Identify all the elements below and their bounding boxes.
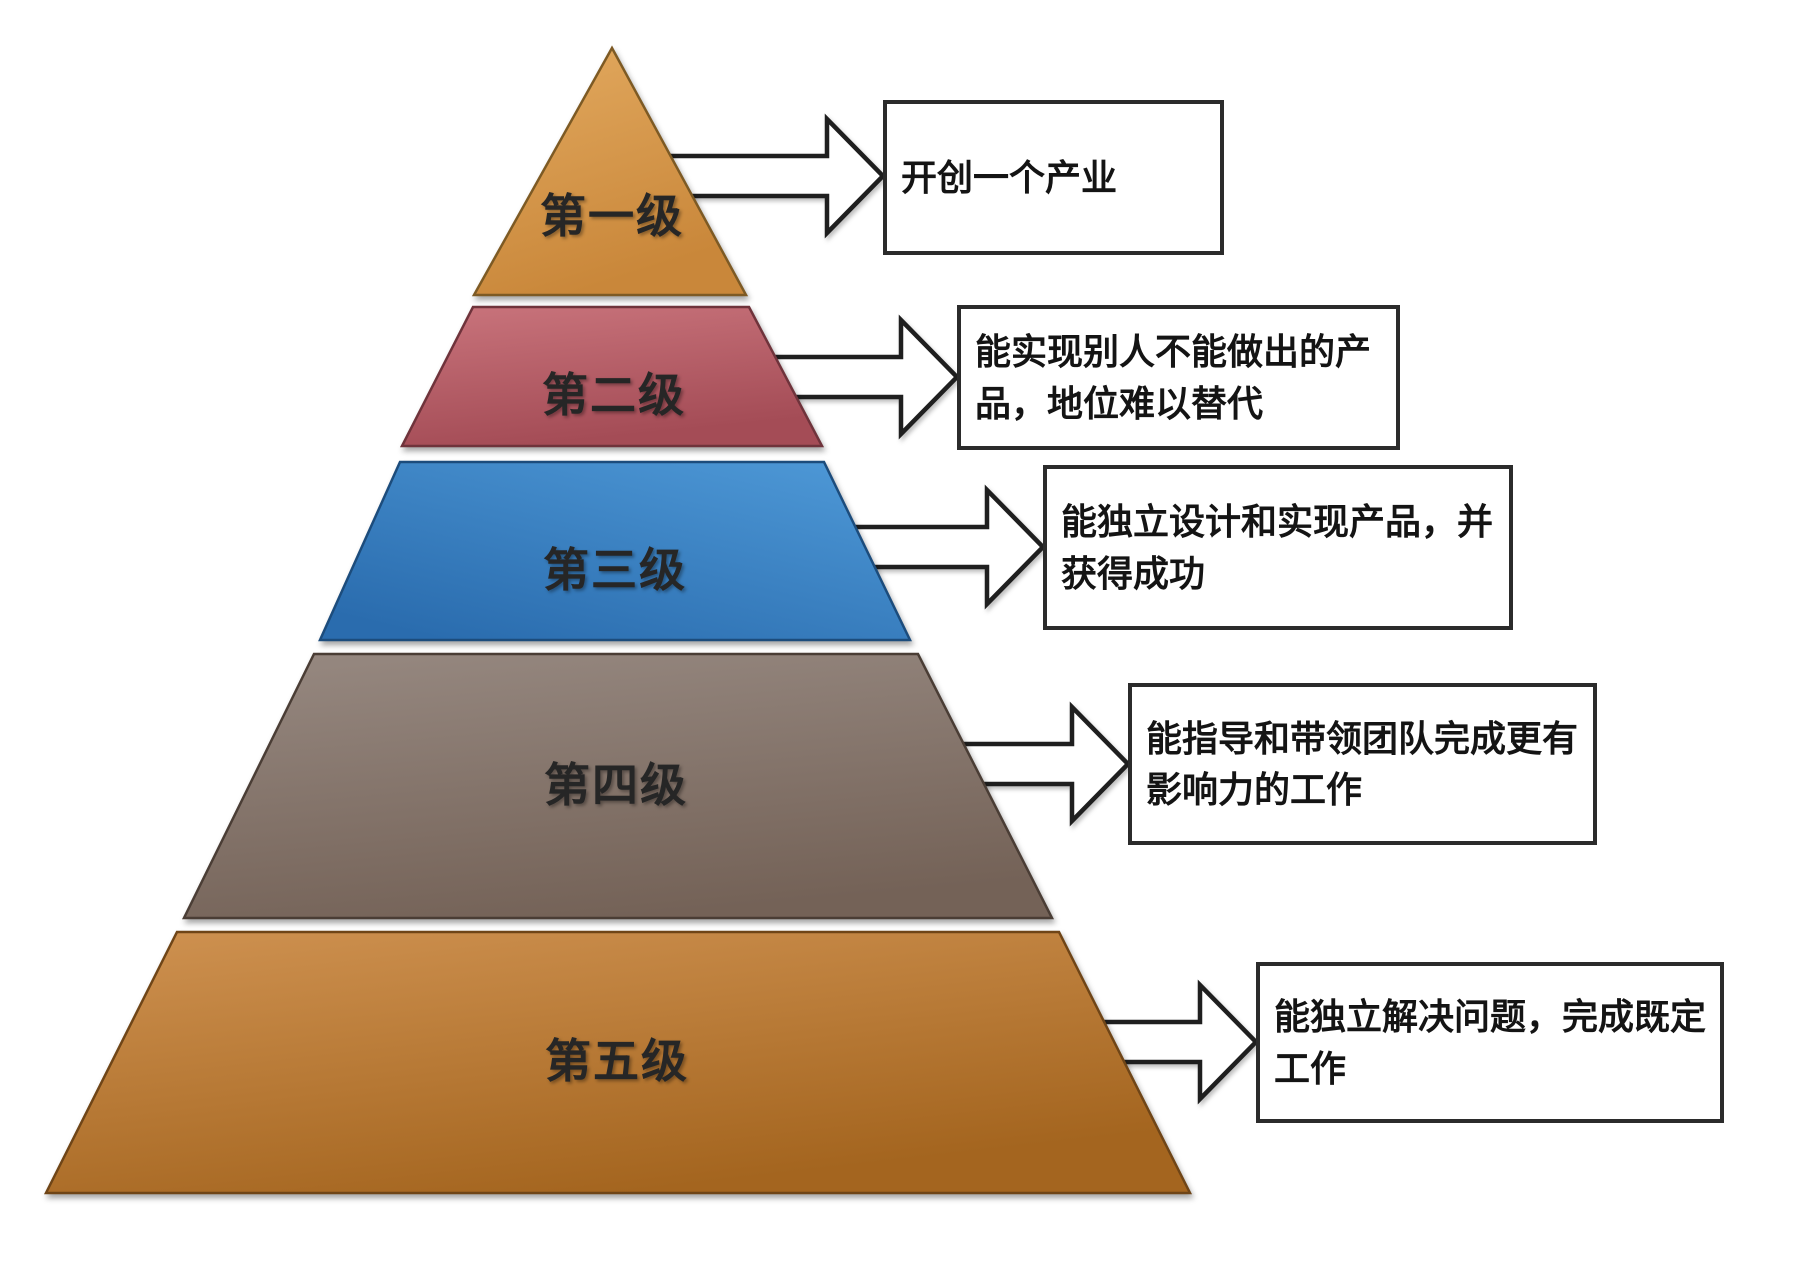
level-1-description-box: 开创一个产业 — [883, 100, 1224, 255]
level-1-description: 开创一个产业 — [901, 156, 1118, 198]
pyramid-level-3-shape — [318, 460, 912, 642]
pyramid-level-4-shape — [181, 652, 1055, 920]
level-3-description-box: 能独立设计和实现产品，并获得成功 — [1043, 465, 1513, 630]
pyramid-level-1-shape — [471, 45, 749, 297]
level-5-description-box: 能独立解决问题，完成既定工作 — [1256, 962, 1724, 1123]
level-1-label: 第一级 — [540, 190, 684, 242]
level-3-description: 能独立设计和实现产品，并获得成功 — [1061, 501, 1494, 594]
level-3-label: 第三级 — [543, 544, 687, 596]
level-2-description-box: 能实现别人不能做出的产品，地位难以替代 — [957, 305, 1400, 450]
level-5-label: 第五级 — [545, 1035, 689, 1087]
level-4-description-box: 能指导和带领团队完成更有影响力的工作 — [1128, 683, 1597, 845]
level-4-label: 第四级 — [544, 759, 688, 811]
level-2-label: 第二级 — [542, 369, 686, 421]
level-5-description: 能独立解决问题，完成既定工作 — [1274, 996, 1707, 1089]
pyramid-level-2-shape — [399, 305, 825, 448]
level-4-description: 能指导和带领团队完成更有影响力的工作 — [1146, 717, 1579, 810]
level-2-description: 能实现别人不能做出的产品，地位难以替代 — [975, 331, 1372, 424]
pyramid-level-5-shape — [43, 930, 1193, 1195]
